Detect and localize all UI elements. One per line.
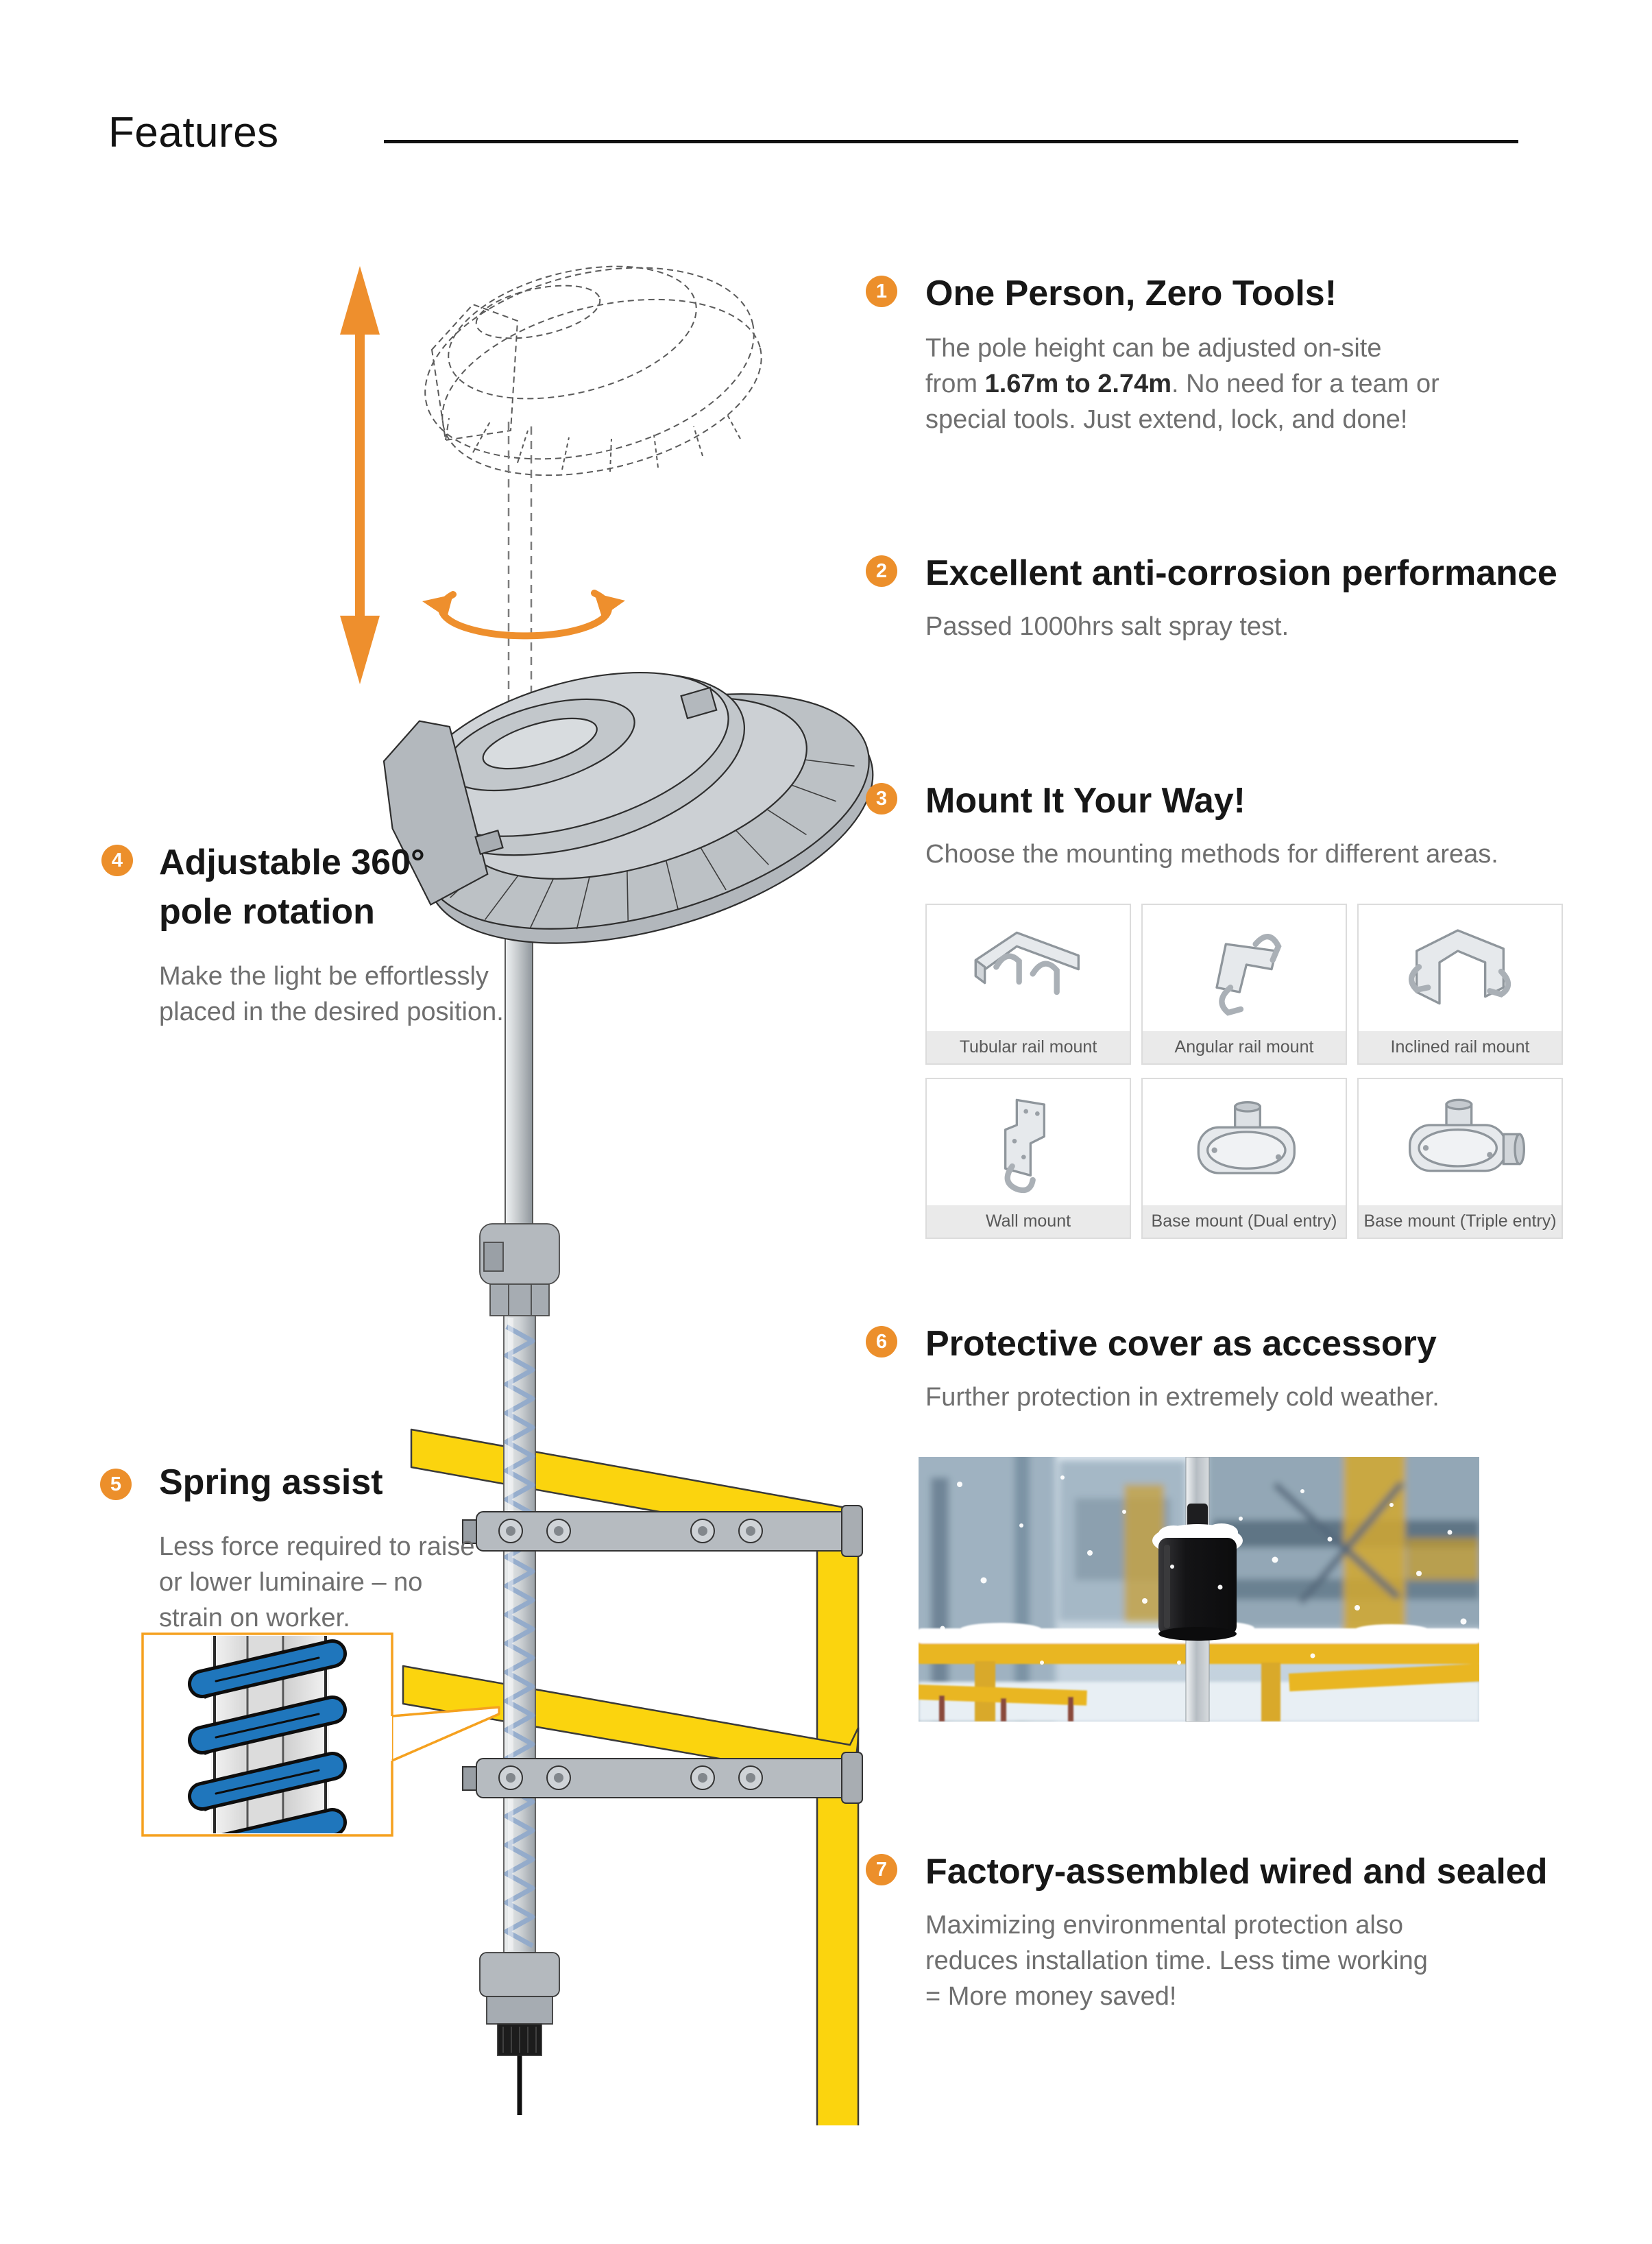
mount-cell-base-triple: Base mount (Triple entry) (1357, 1078, 1563, 1239)
bottom-fitting (479, 1952, 560, 2115)
mount-cell-inclined: Inclined rail mount (1357, 904, 1563, 1065)
mount-label: Base mount (Triple entry) (1359, 1205, 1562, 1238)
feature-3-title: Mount It Your Way! (925, 781, 1246, 821)
title-rule (384, 140, 1518, 143)
page-title: Features (108, 109, 279, 156)
spring-tube (503, 1315, 536, 1953)
feature-badge-5: 5 (100, 1469, 132, 1500)
feature-3-body: Choose the mounting methods for differen… (925, 840, 1498, 869)
feature-6-title: Protective cover as accessory (925, 1324, 1437, 1364)
feature-badge-4: 4 (101, 845, 133, 876)
base-mount-dual-icon (1143, 1079, 1346, 1205)
pole-guide-dashes (507, 422, 533, 727)
feature-4-title: Adjustable 360° pole rotation (159, 843, 425, 932)
cold-weather-photo (919, 1457, 1479, 1722)
feature-2-title: Excellent anti-corrosion performance (925, 553, 1557, 593)
luminaire-head (382, 672, 874, 944)
rotation-arrow-icon (422, 590, 625, 640)
mount-label: Tubular rail mount (927, 1031, 1130, 1063)
feature-badge-3: 3 (866, 783, 897, 815)
luminaire-ghost-outline (424, 265, 762, 476)
feature-badge-2: 2 (866, 555, 897, 587)
feature-1-body: The pole height can be adjusted on-site … (925, 334, 1440, 434)
mount-cell-angular: Angular rail mount (1141, 904, 1347, 1065)
mount-cell-tubular: Tubular rail mount (925, 904, 1131, 1065)
feature-badge-1: 1 (866, 276, 897, 307)
wall-mount-icon (927, 1079, 1130, 1205)
mount-label: Inclined rail mount (1359, 1031, 1562, 1063)
feature-1-title: One Person, Zero Tools! (925, 274, 1337, 313)
inclined-rail-mount-icon (1359, 905, 1562, 1031)
feature-5-title: Spring assist (159, 1462, 383, 1502)
feature-6-body: Further protection in extremely cold wea… (925, 1383, 1440, 1412)
clamp-bracket-lower (462, 1752, 863, 1804)
feature-2-body: Passed 1000hrs salt spray test. (925, 612, 1289, 641)
feature-badge-7: 7 (866, 1854, 897, 1885)
feature-5-body: Less force required to raise or lower lu… (159, 1532, 475, 1632)
feature-7-body: Maximizing environmental protection also… (925, 1911, 1428, 2011)
mount-cell-wall: Wall mount (925, 1078, 1131, 1239)
height-arrow-icon (340, 266, 380, 684)
mount-cell-base-dual: Base mount (Dual entry) (1141, 1078, 1347, 1239)
mount-label: Base mount (Dual entry) (1143, 1205, 1346, 1238)
feature-4-body: Make the light be effortlessly placed in… (159, 962, 504, 1026)
feature-7-title: Factory-assembled wired and sealed (925, 1852, 1548, 1892)
tubular-rail-mount-icon (927, 905, 1130, 1031)
mount-label: Wall mount (927, 1205, 1130, 1238)
base-mount-triple-icon (1359, 1079, 1562, 1205)
spring-inset (141, 1632, 500, 1837)
snowflakes (940, 1475, 1467, 1665)
angular-rail-mount-icon (1143, 905, 1346, 1031)
mount-label: Angular rail mount (1143, 1031, 1346, 1063)
feature-badge-6: 6 (866, 1326, 897, 1358)
product-illustration (141, 265, 874, 2125)
clamp-bracket-upper (462, 1505, 863, 1557)
